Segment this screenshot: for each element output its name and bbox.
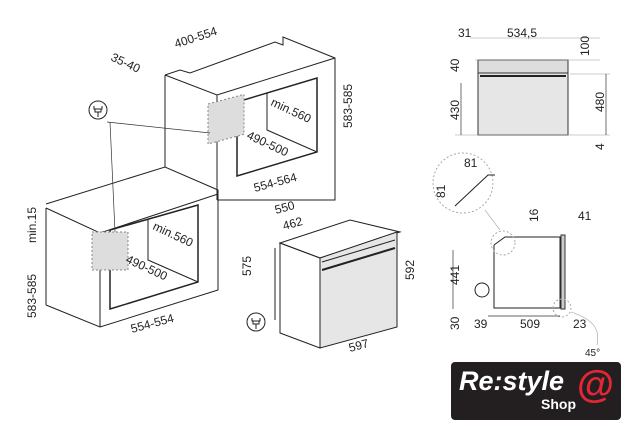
dim-inner-depth-upper: min.560	[269, 95, 314, 126]
dim-front-top: 100	[578, 36, 592, 56]
dim-chamfer-w: 81	[464, 156, 478, 170]
dim-front-bottom: 4	[593, 143, 607, 150]
plug-icon	[88, 100, 108, 120]
dim-oven-body-depth: 462	[281, 214, 304, 233]
logo-cart-icon: @	[577, 364, 615, 406]
chamfer-detail	[432, 152, 501, 231]
upper-cabinet	[164, 36, 336, 201]
dim-chamfer-h: 81	[434, 184, 448, 198]
dim-side-base: 30	[448, 316, 462, 330]
dim-width-upper: 554-564	[252, 170, 298, 195]
oven-iso	[274, 219, 402, 349]
logo-sub: Shop	[541, 396, 576, 412]
dim-oven-height: 575	[240, 256, 254, 276]
dim-side-front: 23	[573, 317, 587, 331]
lower-cabinet	[45, 166, 219, 328]
dim-oven-front-height: 592	[403, 260, 417, 280]
dim-front-width: 534,5	[507, 26, 537, 40]
logo-brand: Re:style	[459, 366, 565, 396]
dim-front-panel: 40	[448, 58, 462, 72]
dim-oven-depth: 550	[273, 198, 296, 217]
dim-side-height: 441	[448, 265, 462, 285]
dim-front-body: 430	[448, 100, 462, 120]
dim-height-lower: 583-585	[25, 274, 39, 318]
dim-top-gap: 35-40	[109, 50, 143, 76]
dim-depth-upper: 400-554	[173, 24, 220, 51]
dim-side-depth: 509	[520, 317, 540, 331]
plug-icon	[246, 312, 266, 332]
dim-opening-depth-lower: 490-500	[124, 252, 170, 283]
dim-front-right: 480	[593, 92, 607, 112]
dim-min-top: min.15	[25, 207, 39, 243]
oven-side-view	[452, 230, 599, 346]
restyle-shop-logo: Re:style Shop @	[451, 362, 621, 420]
dim-front-left: 31	[458, 26, 472, 40]
dim-opening-depth-upper: 490-500	[245, 128, 291, 159]
dim-oven-width: 597	[347, 336, 370, 355]
dim-side-door: 41	[578, 209, 592, 223]
dim-side-angle: 45°	[585, 348, 600, 359]
dim-side-rear: 39	[474, 317, 488, 331]
dim-width-lower: 554-554	[129, 311, 175, 336]
oven-front-view	[455, 37, 610, 136]
dim-height-upper: 583-585	[341, 84, 355, 128]
dim-side-top: 16	[527, 208, 541, 222]
dim-inner-depth-lower: min.560	[151, 219, 196, 250]
